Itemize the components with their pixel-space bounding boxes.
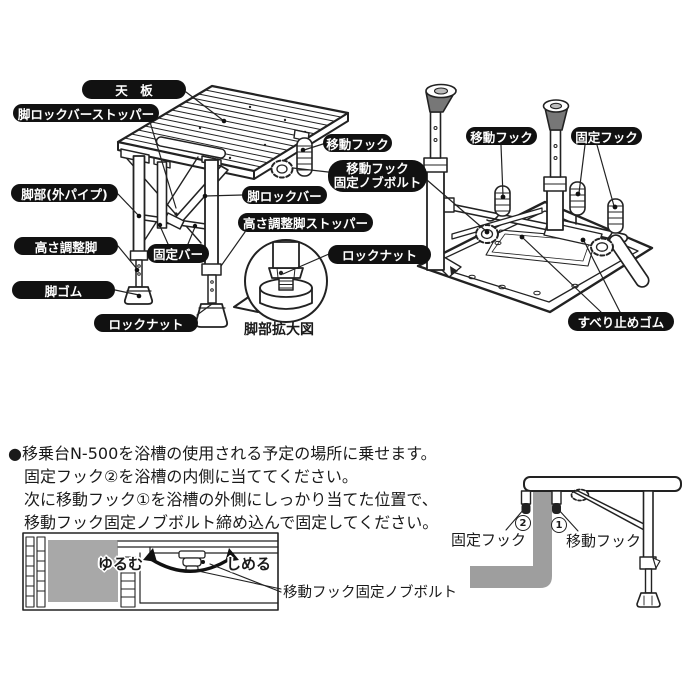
instruction-line-1: ●移乗台N-500を浴槽の使用される予定の場所に乗せます。 (8, 444, 437, 463)
label-height-adjust-leg-stopper: 高さ調整脚ストッパー (238, 213, 373, 232)
label-leg-outer-pipe: 脚部(外パイプ) (11, 184, 118, 202)
label-anti-slip-rubber: すべり止めゴム (568, 312, 674, 331)
caption-leg-detail: 脚部拡大図 (244, 322, 314, 338)
label-moving-hook-fig2: 移動フック (466, 127, 537, 145)
instruction-line-2: 固定フック②を浴槽の内側に当ててください。 (24, 467, 358, 486)
fixed-hook-number-circle: 2 (515, 515, 531, 531)
label-moving-hook-fig1: 移動フック (323, 134, 392, 152)
label-height-adjust-leg: 高さ調整脚 (14, 237, 118, 255)
leader-lines (114, 91, 621, 316)
label-loosen: ゆるむ (98, 555, 144, 573)
instruction-line-3: 次に移動フック①を浴槽の外側にしっかり当てた位置で、 (24, 490, 438, 509)
instruction-line-4: 移動フック固定ノブボルト締め込んで固定してください。 (24, 513, 439, 532)
figure4-bathtub-art (470, 476, 682, 608)
label-fixed-hook-fig4: 固定フック (451, 531, 527, 549)
figure3-inset-art (22, 532, 282, 611)
label-tighten: しめる (226, 555, 272, 573)
label-fixed-bar: 固定バー (147, 244, 209, 263)
caption-moving-hook-knob-bolt: 移動フック固定ノブボルト (283, 585, 457, 601)
label-fixed-hook-fig2: 固定フック (571, 127, 642, 145)
label-lock-nut-right: ロックナット (328, 245, 431, 264)
figure1-table-art (116, 84, 350, 328)
moving-hook-number-circle: 1 (551, 517, 567, 533)
label-moving-hook-fig4: 移動フック (566, 532, 642, 550)
label-top-board: 天 板 (82, 80, 186, 99)
label-leg-lock-bar: 脚ロックバー (242, 186, 327, 204)
label-moving-hook-knob-bolt-line1: 移動フック (346, 160, 409, 176)
label-moving-hook-knob-bolt: 移動フック 固定ノブボルト (328, 160, 427, 192)
label-leg-lock-bar-stopper: 脚ロックバーストッパー (13, 104, 159, 122)
label-moving-hook-knob-bolt-line2: 固定ノブボルト (333, 175, 422, 190)
label-leg-rubber: 脚ゴム (12, 281, 115, 299)
figure2-table-art (416, 83, 654, 314)
label-lock-nut-left: ロックナット (94, 314, 198, 332)
